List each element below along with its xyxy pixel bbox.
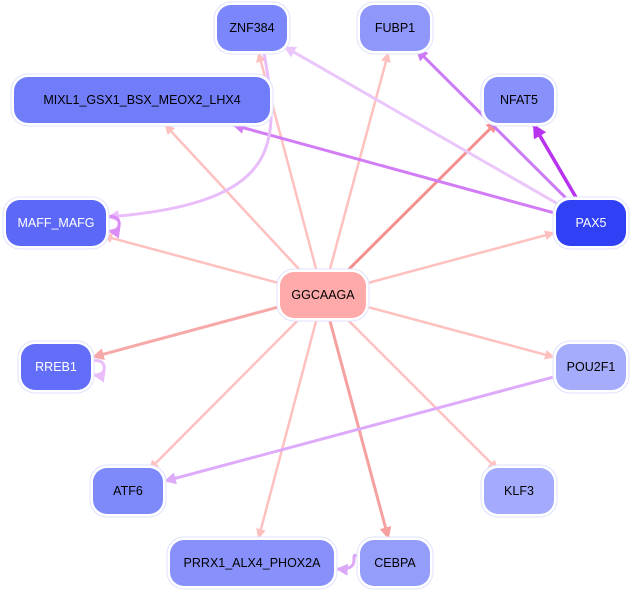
edge-ggcaaga-to-rreb1 [91, 303, 286, 361]
edge-ggcaaga-to-atf6 [148, 317, 302, 471]
node-shape [484, 77, 554, 123]
node-mixl1-gsx1-bsx-meox2-lhx4[interactable]: MIXL1_GSX1_BSX_MEOX2_LHX4 [10, 73, 274, 127]
node-prrx1-alx4-phox2a[interactable]: PRRX1_ALX4_PHOX2A [166, 536, 338, 590]
node-label: POU2F1 [567, 360, 616, 374]
node-label: RREB1 [35, 360, 77, 374]
node-label: ATF6 [113, 484, 143, 498]
node-label: MAFF_MAFG [17, 216, 94, 230]
node-ggcaaga[interactable]: GGCAAGA [276, 268, 370, 322]
node-shape [484, 468, 554, 514]
node-label: KLF3 [504, 484, 534, 498]
node-label: MIXL1_GSX1_BSX_MEOX2_LHX4 [43, 93, 240, 107]
node-label: NFAT5 [500, 93, 538, 107]
edge-pax5-to-mixl1-gsx1-bsx-meox2-lhx4 [232, 122, 562, 217]
edge-pax5-to-fubp1 [415, 48, 573, 205]
edge-ggcaaga-to-pax5 [360, 230, 555, 286]
node-atf6[interactable]: ATF6 [89, 464, 167, 518]
edge-ggcaaga-to-fubp1 [327, 52, 391, 273]
edges-layer [91, 45, 580, 576]
edge-ggcaaga-to-nfat5 [345, 120, 499, 274]
node-pou2f1[interactable]: POU2F1 [552, 340, 630, 394]
node-nfat5[interactable]: NFAT5 [480, 73, 558, 127]
edge-pou2f1-to-atf6 [163, 373, 562, 485]
edge-pax5-to-nfat5 [532, 123, 580, 201]
node-label: PAX5 [575, 216, 606, 230]
node-rreb1[interactable]: RREB1 [17, 340, 95, 394]
edge-ggcaaga-to-maff-mafg [102, 233, 286, 286]
node-label: CEBPA [374, 556, 416, 570]
edge-ggcaaga-to-prrx1-alx4-phox2a [256, 317, 319, 539]
node-shape [556, 344, 626, 390]
node-shape [360, 540, 430, 586]
node-shape [93, 468, 163, 514]
node-klf3[interactable]: KLF3 [480, 464, 558, 518]
edge-ggcaaga-to-pou2f1 [360, 304, 555, 360]
node-shape [14, 77, 270, 123]
edge-ggcaaga-to-mixl1-gsx1-bsx-meox2-lhx4 [164, 124, 303, 273]
node-shape [556, 200, 626, 246]
edge-ggcaaga-to-klf3 [345, 317, 499, 471]
node-label: GGCAAGA [291, 288, 355, 302]
node-label: FUBP1 [375, 21, 415, 35]
edge-cebpa-to-prrx1-alx4-phox2a [335, 553, 360, 576]
node-label: ZNF384 [229, 21, 274, 35]
node-label: PRRX1_ALX4_PHOX2A [184, 556, 322, 570]
node-shape [170, 540, 334, 586]
node-znf384[interactable]: ZNF384 [213, 1, 291, 55]
node-cebpa[interactable]: CEBPA [356, 536, 434, 590]
node-shape [280, 272, 366, 318]
node-shape [21, 344, 91, 390]
edge-pax5-to-znf384 [283, 45, 562, 207]
node-shape [6, 200, 106, 246]
node-shape [360, 5, 430, 51]
node-fubp1[interactable]: FUBP1 [356, 1, 434, 55]
node-shape [217, 5, 287, 51]
node-pax5[interactable]: PAX5 [552, 196, 630, 250]
edge-maff-mafg-to-maff-mafg [106, 215, 121, 239]
node-maff-mafg[interactable]: MAFF_MAFG [2, 196, 110, 250]
edge-rreb1-to-rreb1 [91, 359, 106, 383]
